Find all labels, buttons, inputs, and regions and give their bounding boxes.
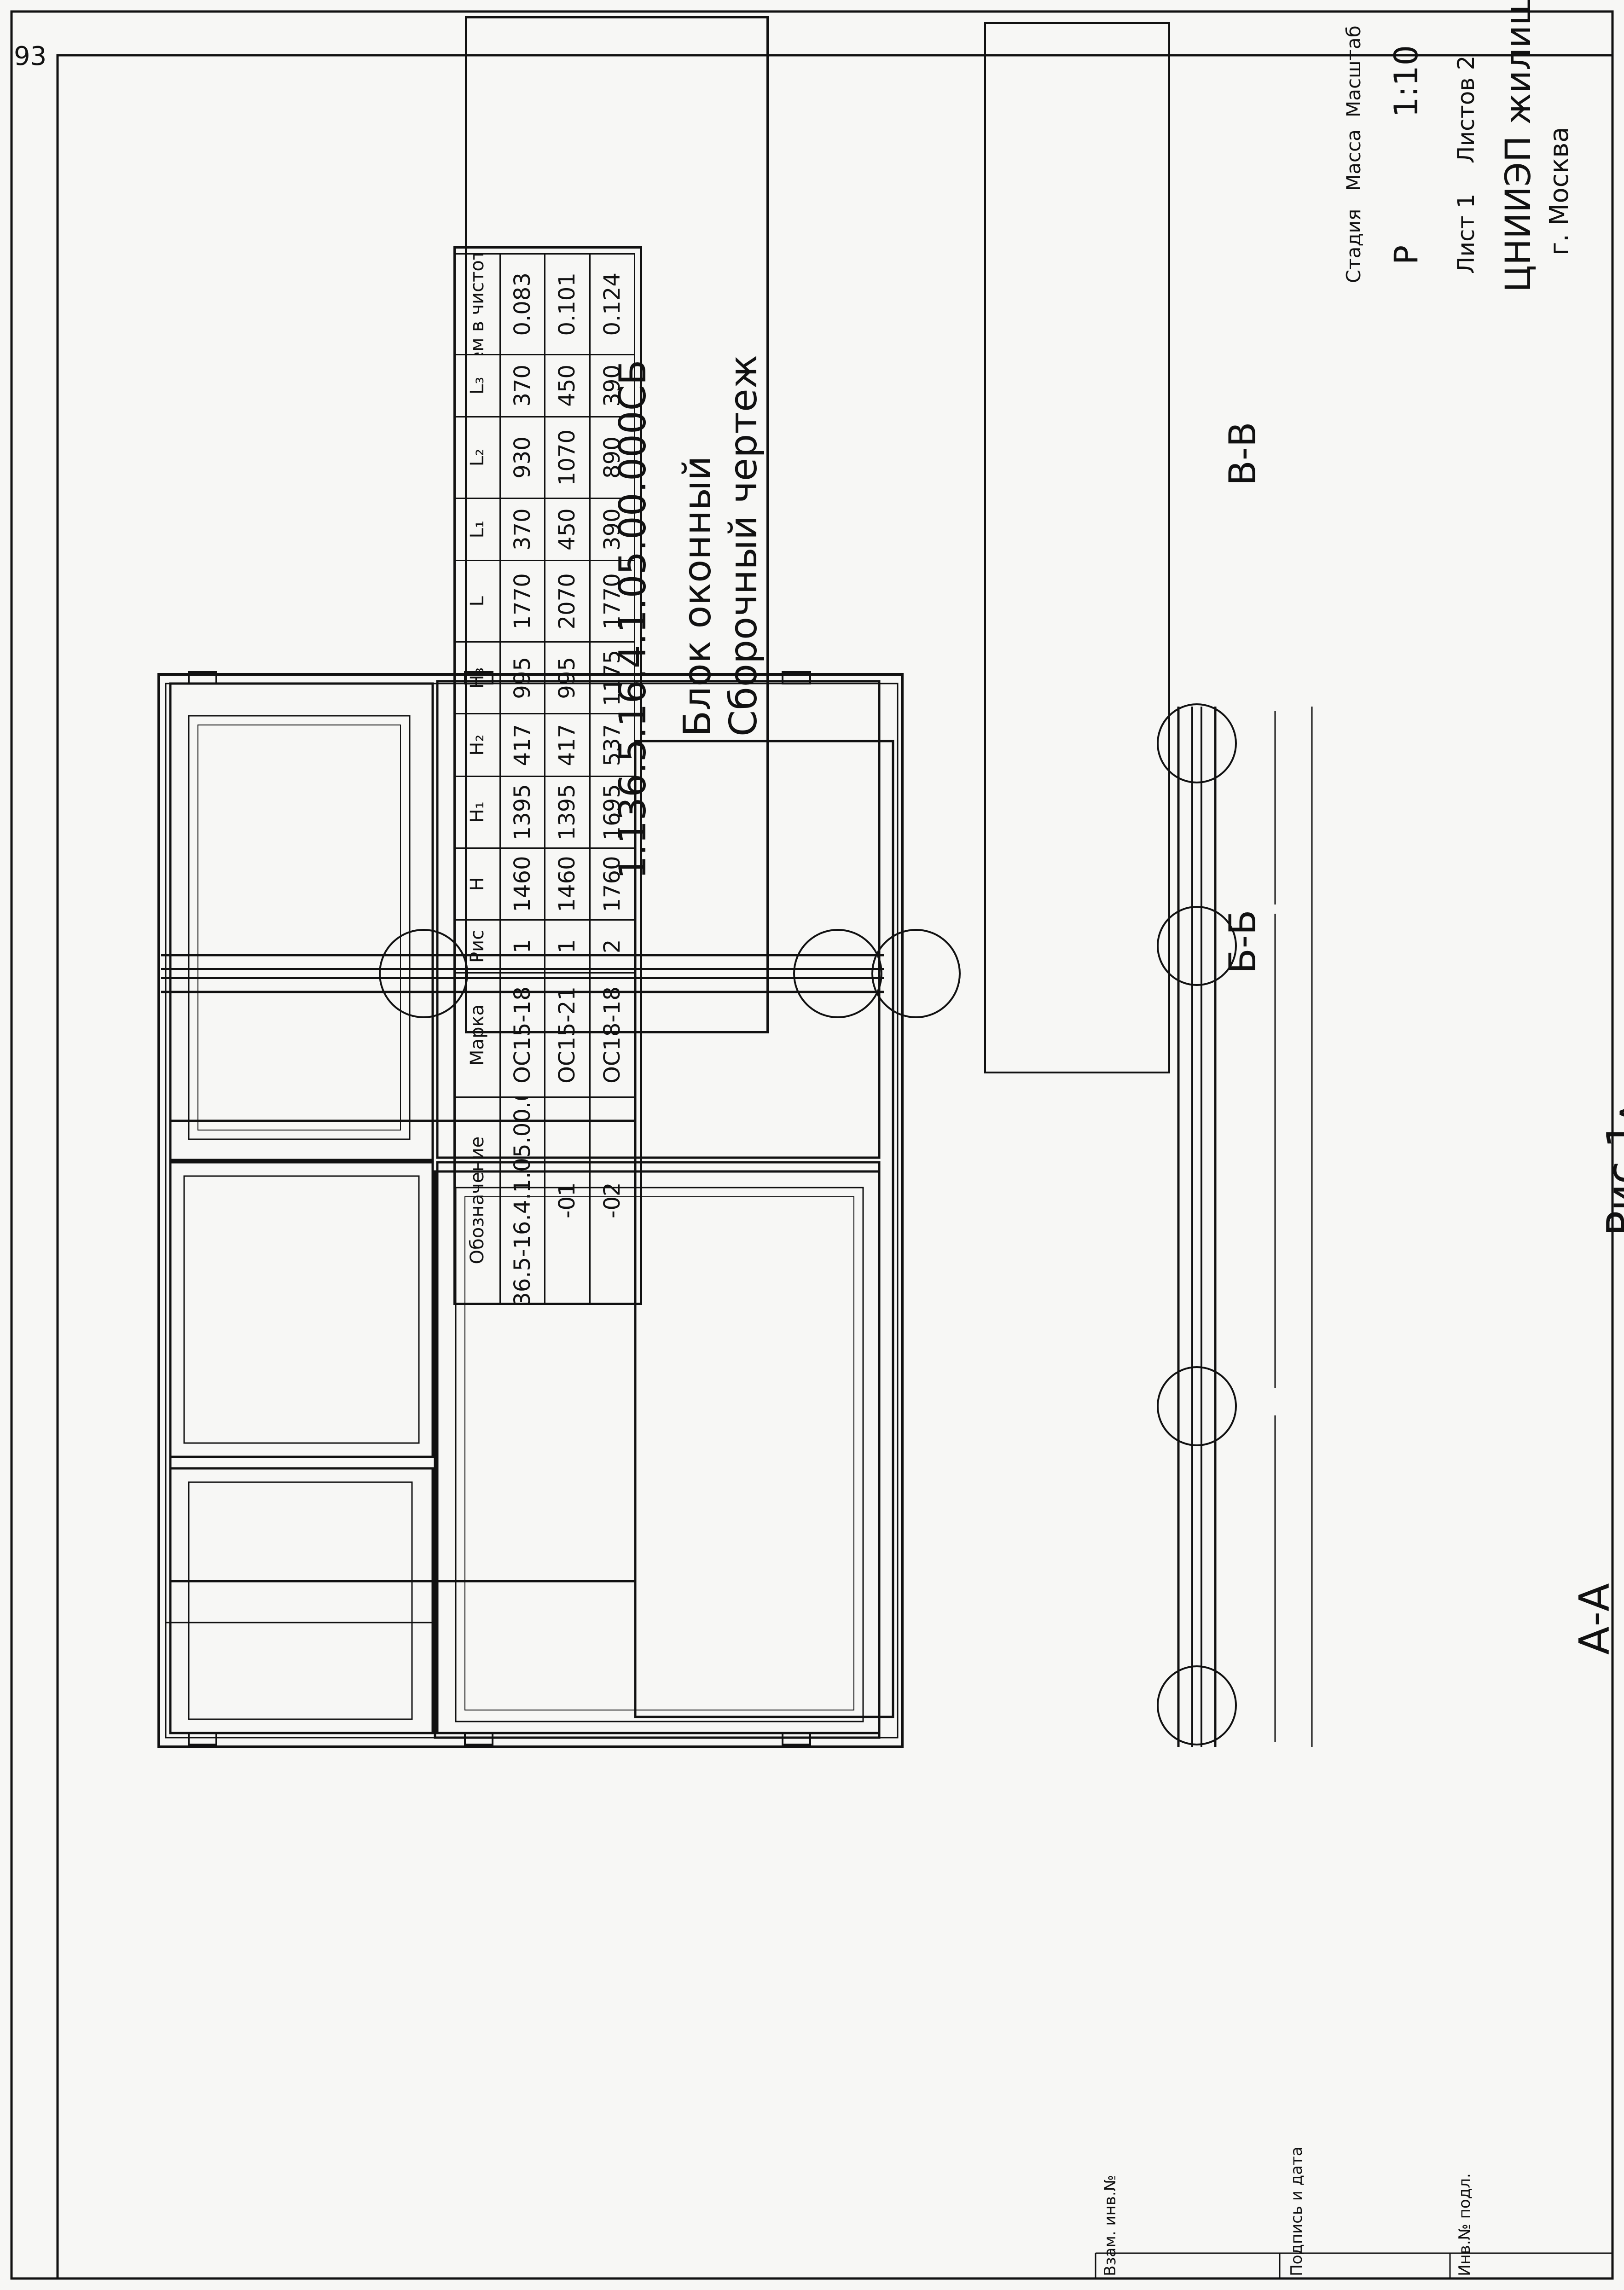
spec-cell: -02	[590, 1096, 635, 1303]
stamp-strip	[1095, 2252, 1612, 2279]
org-name-2: г. Москва	[1544, 127, 1574, 255]
stage-value: Р	[1387, 245, 1425, 265]
spec-cell: -01	[545, 1096, 591, 1303]
sheet-number: Лист 1	[1453, 193, 1479, 274]
section-aa	[1157, 703, 1313, 1747]
drawing-name-2: Сборочный чертеж	[722, 354, 766, 736]
section-bb	[161, 929, 961, 1018]
page-number: 93	[14, 41, 47, 71]
outer-frame	[10, 10, 1614, 2280]
spec-cell: 1.136.5-16.4.1.05.00.000	[500, 1096, 545, 1303]
drawing-frame	[56, 54, 1614, 2280]
stage-header: Стадия	[1342, 209, 1365, 283]
org-name-1: ЦНИИЭП жилищ	[1497, 0, 1538, 292]
section-aa-label: А-А	[1571, 1583, 1619, 1655]
window-sashes	[169, 680, 881, 1734]
title-block: 1.136.5.16.4.1.05.00.000СБ Блок оконный …	[465, 16, 769, 1033]
table-lines	[984, 22, 1170, 1073]
view-a-label: А	[1612, 1100, 1624, 1125]
section-bb-label: Б-Б	[1221, 910, 1264, 974]
section-vv-label: В-В	[1221, 422, 1264, 486]
inv-podl-label: Инв.№ подл.	[1456, 2173, 1474, 2276]
drawing-name-1: Блок оконный	[676, 456, 719, 736]
hinge-marks	[188, 671, 811, 1745]
scale-value: 1:10	[1387, 45, 1425, 117]
sheet-count: Листов 2	[1453, 55, 1479, 163]
drawing-designation: 1.136.5.16.4.1.05.00.000СБ	[611, 359, 654, 879]
spec-header-cell: Обозначение	[456, 1096, 501, 1303]
podpis-data-label: Подпись и дата	[1288, 2146, 1306, 2276]
vzam-inv-label: Взам. инв.№	[1101, 2174, 1119, 2276]
figure-title: Рис.1	[1598, 1121, 1624, 1236]
mass-header: Масса	[1342, 129, 1365, 191]
scale-header: Масштаб	[1342, 25, 1365, 117]
